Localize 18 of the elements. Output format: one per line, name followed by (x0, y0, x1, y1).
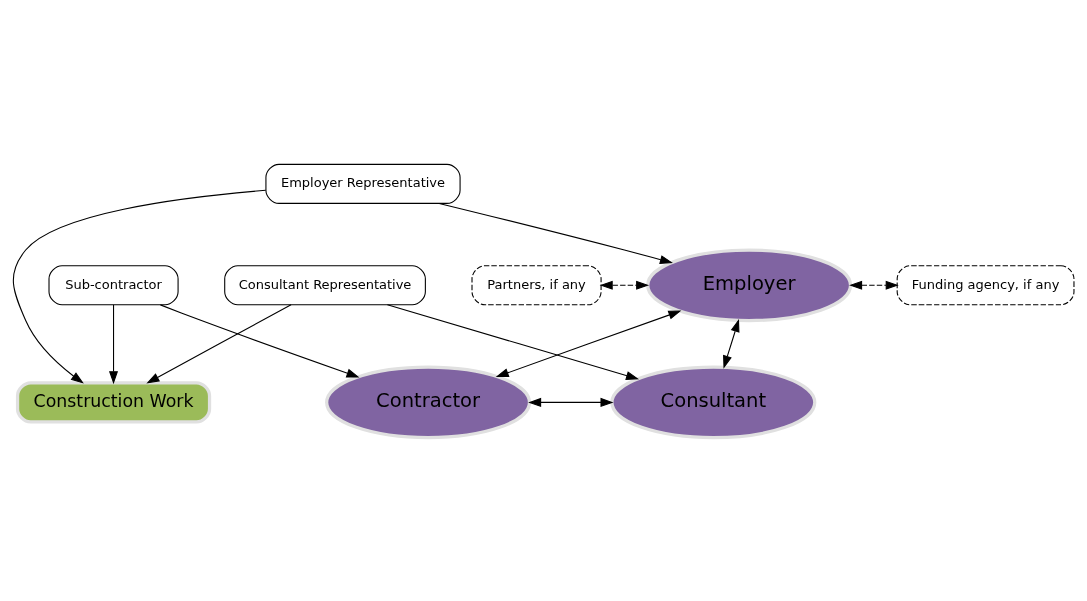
arrow (12, 189, 267, 384)
node-box: Consultant Representative (224, 264, 426, 305)
node-box: Partners, if any (471, 264, 602, 305)
node-ellipse: Consultant (610, 365, 817, 439)
arrow (438, 202, 673, 264)
arrow (849, 280, 899, 290)
node-box: Funding agency, if any (896, 264, 1075, 305)
arrow (723, 318, 740, 369)
arrow (386, 303, 639, 380)
node-box: Sub-contractor (48, 264, 179, 305)
arrow (495, 310, 682, 377)
arrow (599, 280, 650, 290)
node-box: Employer Representative (265, 163, 461, 204)
arrow (528, 397, 614, 407)
arrow (109, 303, 119, 384)
node-box: Construction Work (15, 380, 212, 424)
arrow (146, 303, 292, 383)
arrow (159, 303, 360, 377)
